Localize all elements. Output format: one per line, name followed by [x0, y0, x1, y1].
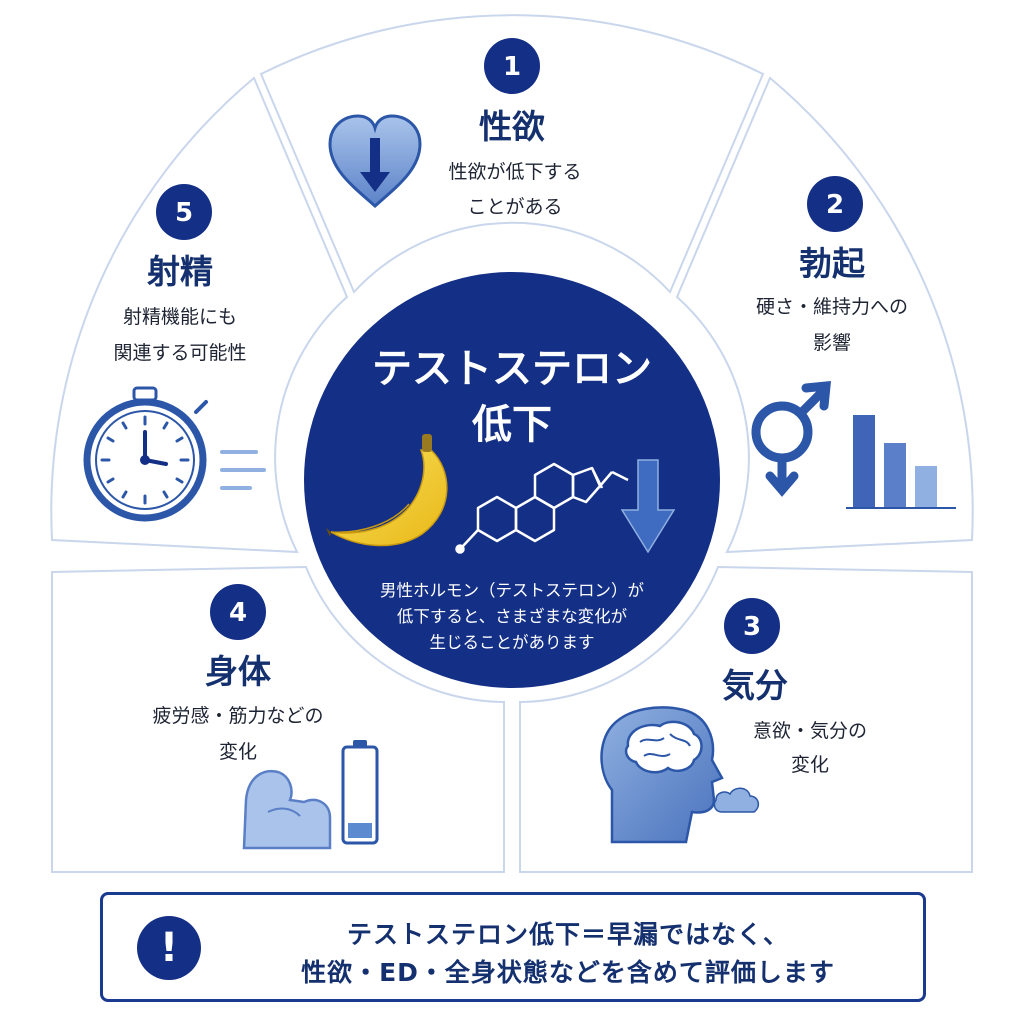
- item-3-title: 気分: [722, 666, 788, 705]
- center-circle: [304, 272, 720, 688]
- item-5-desc-line2: 関連する可能性: [113, 342, 246, 364]
- item-2-desc-line1: 硬さ・維持力への: [756, 296, 908, 318]
- exclamation-icon: !: [137, 916, 201, 980]
- heart-down-arrow-icon: [328, 114, 422, 209]
- item-1-desc-line1: 性欲が低下する: [448, 161, 581, 183]
- banana-icon: [326, 434, 448, 547]
- segment-2: [675, 76, 974, 554]
- head-brain-icon: [600, 706, 760, 844]
- center-title-line1: テストステロン: [372, 346, 652, 392]
- item-2-title: 勃起: [799, 244, 866, 283]
- male-symbol-icon: [751, 380, 832, 497]
- badge-2: [807, 176, 863, 232]
- badge-3: [724, 598, 780, 654]
- center-desc-line2: 低下すると、さまざまな変化が: [397, 606, 628, 626]
- stopwatch-icon: [83, 386, 208, 522]
- speed-lines-icon: [220, 450, 266, 490]
- center-desc-line3: 生じることがあります: [430, 633, 595, 652]
- note-line-2: 性欲・ED・全身状態などを含めて評価します: [301, 958, 835, 987]
- badge-2-number: 2: [826, 190, 844, 220]
- item-1-desc-line2: ことがある: [467, 196, 562, 218]
- note-box: ! テストステロン低下＝早漏ではなく、 性欲・ED・全身状態などを含めて評価しま…: [100, 892, 926, 1002]
- center-title-line2: 低下: [472, 402, 552, 448]
- item-3-desc-line1: 意欲・気分の: [753, 720, 867, 742]
- item-4-desc-line2: 変化: [219, 741, 257, 763]
- item-4-desc-line1: 疲労感・筋力などの: [152, 705, 323, 727]
- item-5-title: 射精: [147, 252, 213, 291]
- low-battery-icon: [341, 740, 379, 845]
- steroid-molecule-icon: [455, 462, 629, 554]
- badge-4-number: 4: [229, 598, 247, 628]
- item-5-desc-line1: 射精機能にも: [123, 306, 237, 328]
- badge-3-number: 3: [743, 612, 761, 642]
- item-2-desc-line2: 影響: [813, 332, 851, 354]
- badge-4: [210, 584, 266, 640]
- down-arrow-icon: [620, 459, 676, 554]
- center-desc-line1: 男性ホルモン（テストステロン）が: [380, 581, 645, 600]
- item-1-title: 性欲: [479, 107, 545, 146]
- item-4-title: 身体: [205, 652, 271, 691]
- badge-1: [484, 38, 540, 94]
- flexed-arm-icon: [242, 769, 332, 850]
- item-3-desc-line2: 変化: [791, 754, 829, 776]
- segment-1: [259, 14, 765, 294]
- badge-5: [156, 184, 212, 240]
- note-line-1: テストステロン低下＝早漏ではなく、: [346, 920, 789, 949]
- badge-1-number: 1: [503, 52, 521, 82]
- declining-bar-chart-icon: [846, 415, 956, 509]
- badge-5-number: 5: [175, 198, 193, 228]
- segment-4: [51, 565, 505, 873]
